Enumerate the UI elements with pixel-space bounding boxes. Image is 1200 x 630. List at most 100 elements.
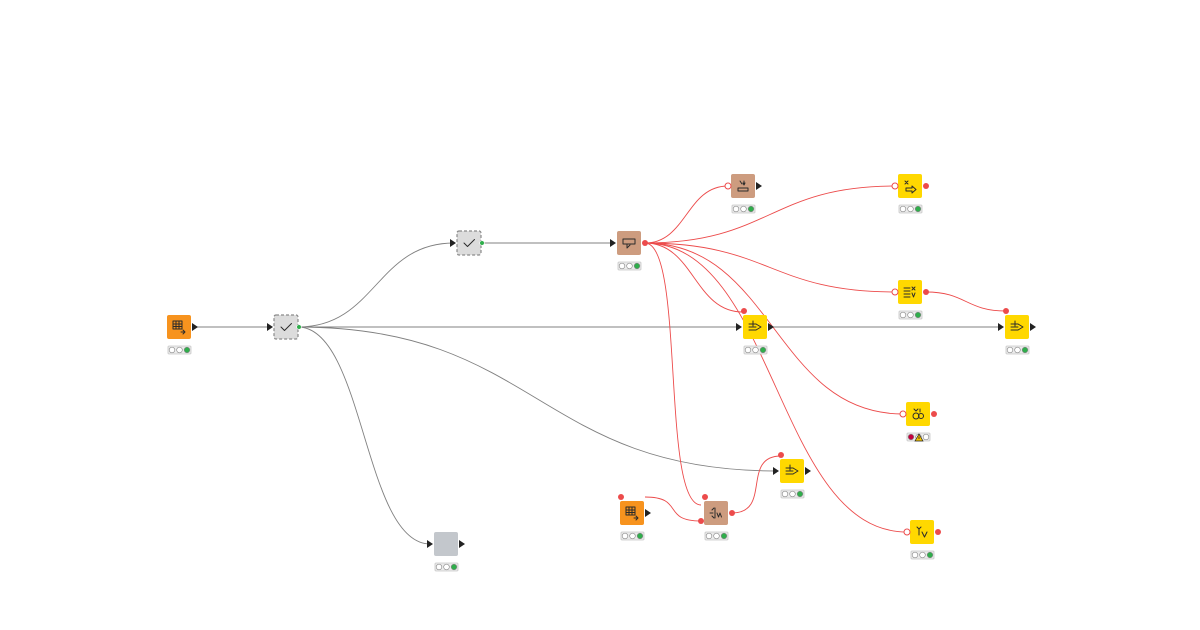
model-combine-icon <box>709 507 722 519</box>
connection-data[interactable] <box>297 326 431 545</box>
status-indicator <box>906 432 931 442</box>
connection-model[interactable] <box>644 185 729 244</box>
input-port[interactable] <box>773 467 779 475</box>
connection-model[interactable] <box>731 455 782 514</box>
node-body[interactable] <box>731 174 755 198</box>
connection-model[interactable] <box>644 242 702 506</box>
node-predictor-top[interactable] <box>891 174 929 214</box>
predictor-icon <box>785 464 799 475</box>
predictor-icon <box>748 320 762 331</box>
model-output-port[interactable] <box>618 494 624 500</box>
status-indicator <box>743 345 768 355</box>
connection-data[interactable] <box>297 242 455 328</box>
output-port[interactable] <box>805 467 811 475</box>
input-port[interactable] <box>998 323 1004 331</box>
model-input-port[interactable] <box>778 452 784 458</box>
checkmark-icon <box>463 239 475 247</box>
checkmark-icon <box>280 323 292 331</box>
node-predictor-center[interactable] <box>736 308 774 355</box>
node-source-a[interactable] <box>167 315 198 355</box>
node-predictor-mid[interactable] <box>891 280 929 320</box>
node-predictor-bottom[interactable] <box>903 520 941 560</box>
node-source-b[interactable] <box>618 494 651 541</box>
output-port[interactable] <box>479 240 485 246</box>
status-indicator <box>167 345 192 355</box>
table-creator-icon <box>172 320 186 335</box>
input-port[interactable] <box>610 239 616 247</box>
status-indicator <box>780 489 805 499</box>
predict-v-icon <box>916 526 928 538</box>
input-port[interactable] <box>267 323 273 331</box>
node-metanode-b[interactable] <box>450 230 485 256</box>
model-input-port[interactable] <box>724 182 732 190</box>
output-port[interactable] <box>645 509 651 517</box>
node-body[interactable] <box>434 532 458 556</box>
connection-data[interactable] <box>297 326 778 472</box>
model-input-port[interactable] <box>899 410 907 418</box>
output-port[interactable] <box>768 323 774 331</box>
input-port[interactable] <box>427 540 433 548</box>
model-output-port[interactable] <box>642 240 648 246</box>
connections-layer <box>194 185 1007 545</box>
node-predictor-right[interactable] <box>998 308 1036 355</box>
model-input-port[interactable] <box>698 518 704 524</box>
node-writer[interactable] <box>724 174 762 214</box>
connection-model[interactable] <box>644 242 908 533</box>
node-metanode-a[interactable] <box>267 314 302 340</box>
node-body[interactable] <box>898 174 922 198</box>
model-input-port[interactable] <box>891 288 899 296</box>
output-port[interactable] <box>192 323 198 331</box>
predictor-icon <box>1010 320 1024 331</box>
model-input-port[interactable] <box>702 494 708 500</box>
status-indicator <box>434 562 459 572</box>
node-learner[interactable] <box>610 231 648 271</box>
node-predictor-lower[interactable] <box>773 452 811 499</box>
connection-model[interactable] <box>925 291 1007 312</box>
status-indicator <box>617 261 642 271</box>
connection-model[interactable] <box>644 242 896 293</box>
node-body[interactable] <box>273 314 299 340</box>
output-port[interactable] <box>1030 323 1036 331</box>
node-body[interactable] <box>898 280 922 304</box>
predict-list-icon <box>903 286 916 298</box>
warning-icon <box>914 433 924 442</box>
node-predictor-warn[interactable] <box>899 402 937 442</box>
status-indicator <box>898 204 923 214</box>
model-output-port[interactable] <box>729 510 735 516</box>
table-creator-icon <box>625 506 639 521</box>
node-model-combine[interactable] <box>698 494 735 541</box>
input-port[interactable] <box>450 239 456 247</box>
node-component-a[interactable] <box>427 532 465 572</box>
status-indicator <box>731 204 756 214</box>
connection-model[interactable] <box>644 242 904 415</box>
output-port[interactable] <box>459 540 465 548</box>
status-indicator <box>620 531 645 541</box>
model-input-port[interactable] <box>1003 308 1009 314</box>
status-indicator <box>898 310 923 320</box>
model-output-port[interactable] <box>923 289 929 295</box>
node-body[interactable] <box>704 501 728 525</box>
model-input-port[interactable] <box>891 182 899 190</box>
nodes-layer <box>167 174 1036 572</box>
model-output-port[interactable] <box>935 529 941 535</box>
xgb-predict-icon <box>912 408 924 420</box>
status-indicator <box>910 550 935 560</box>
model-writer-icon <box>737 180 749 192</box>
learner-icon <box>622 238 636 249</box>
connection-model[interactable] <box>644 185 896 244</box>
status-indicator <box>1005 345 1030 355</box>
status-indicator <box>704 531 729 541</box>
output-port[interactable] <box>756 182 762 190</box>
output-port[interactable] <box>296 324 302 330</box>
model-input-port[interactable] <box>741 308 747 314</box>
model-output-port[interactable] <box>931 411 937 417</box>
connection-model[interactable] <box>644 242 744 313</box>
model-output-port[interactable] <box>923 183 929 189</box>
node-body[interactable] <box>456 230 482 256</box>
input-port[interactable] <box>736 323 742 331</box>
model-input-port[interactable] <box>903 528 911 536</box>
connection-model[interactable] <box>644 496 702 522</box>
arrow-predict-icon <box>904 180 917 194</box>
node-body[interactable] <box>617 231 641 255</box>
